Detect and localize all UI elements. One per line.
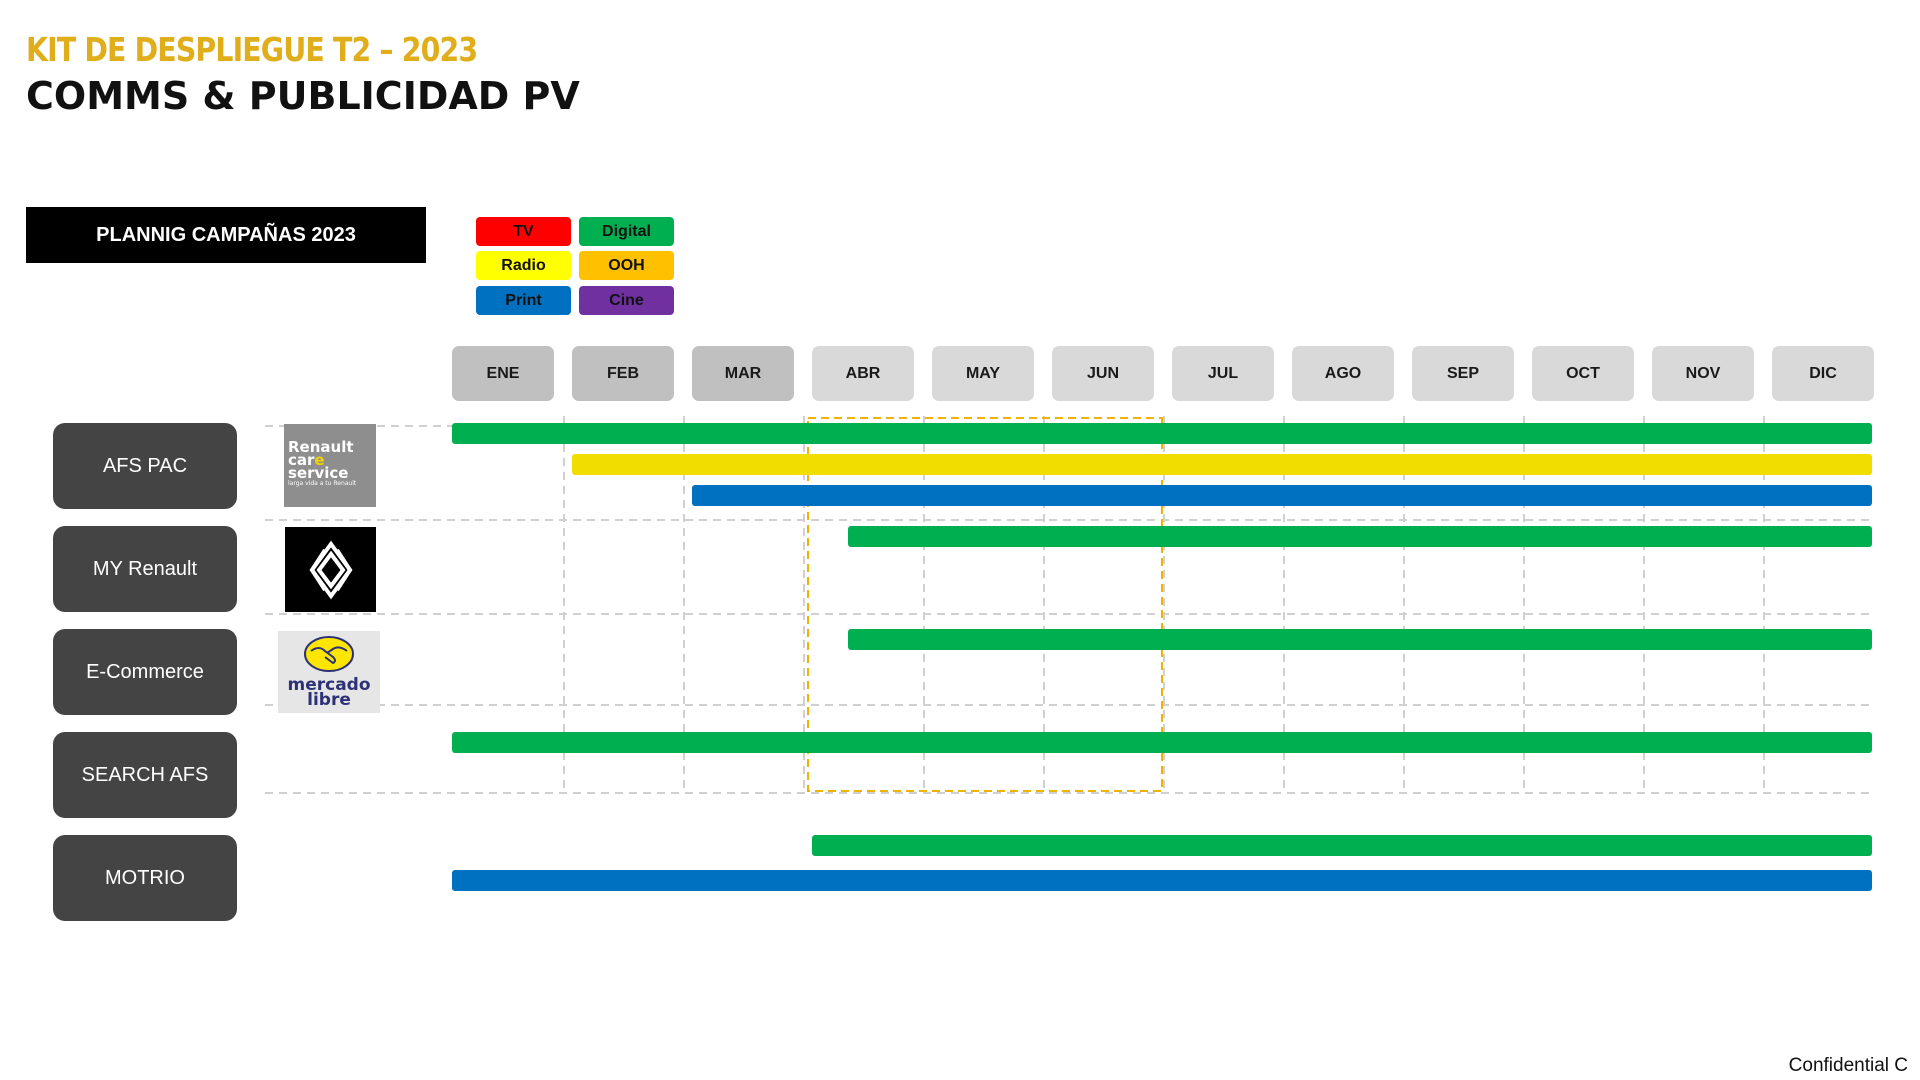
- legend-tv: TV: [476, 217, 571, 246]
- bar-motrio-print: [452, 870, 1872, 891]
- handshake-icon: [304, 636, 354, 672]
- month-mar: MAR: [692, 346, 794, 401]
- legend-cine: Cine: [579, 286, 674, 315]
- page-title: COMMS & PUBLICIDAD PV: [26, 74, 580, 118]
- month-ago: AGO: [1292, 346, 1394, 401]
- confidential-label: Confidential C: [1788, 1055, 1908, 1076]
- kicker-title: KIT DE DESPLIEGUE T2 – 2023: [26, 30, 478, 69]
- row-label-afs-pac: AFS PAC: [53, 423, 237, 509]
- logo-care-line3: service: [288, 464, 349, 482]
- bar-e-commerce-digital: [848, 629, 1872, 650]
- bar-motrio-digital: [812, 835, 1872, 856]
- month-abr: ABR: [812, 346, 914, 401]
- month-jun: JUN: [1052, 346, 1154, 401]
- mercadolibre-logo: mercado libre: [278, 631, 380, 713]
- renault-care-service-logo: Renault care service larga vida a tu Ren…: [284, 424, 376, 507]
- legend-print: Print: [476, 286, 571, 315]
- bar-afs-pac-print: [692, 485, 1872, 506]
- month-sep: SEP: [1412, 346, 1514, 401]
- logo-care-line1: Renault: [288, 438, 354, 456]
- month-ene: ENE: [452, 346, 554, 401]
- row-label-my-renault: MY Renault: [53, 526, 237, 612]
- logo-care-line2a: car: [288, 451, 315, 469]
- bar-afs-pac-radio: [572, 454, 1872, 475]
- month-jul: JUL: [1172, 346, 1274, 401]
- renault-diamond-icon: [309, 540, 352, 599]
- row-label-motrio: MOTRIO: [53, 835, 237, 921]
- highlight-period-box: [807, 417, 1163, 792]
- month-feb: FEB: [572, 346, 674, 401]
- bar-afs-pac-digital: [452, 423, 1872, 444]
- month-may: MAY: [932, 346, 1034, 401]
- logo-care-tagline: larga vida a tu Renault: [288, 480, 357, 487]
- logo-care-line2b: e: [314, 451, 325, 469]
- plan-label-box: PLANNIG CAMPAÑAS 2023: [26, 207, 426, 263]
- legend-ooh: OOH: [579, 251, 674, 280]
- legend-digital: Digital: [579, 217, 674, 246]
- meli-line1: mercado: [287, 675, 371, 695]
- month-oct: OCT: [1532, 346, 1634, 401]
- renault-logo: [285, 527, 376, 612]
- row-label-search-afs: SEARCH AFS: [53, 732, 237, 818]
- meli-line2: libre: [307, 690, 351, 710]
- row-label-e-commerce: E-Commerce: [53, 629, 237, 715]
- bar-search-afs-digital: [452, 732, 1872, 753]
- month-dic: DIC: [1772, 346, 1874, 401]
- legend-radio: Radio: [476, 251, 571, 280]
- month-nov: NOV: [1652, 346, 1754, 401]
- bar-my-renault-digital: [848, 526, 1872, 547]
